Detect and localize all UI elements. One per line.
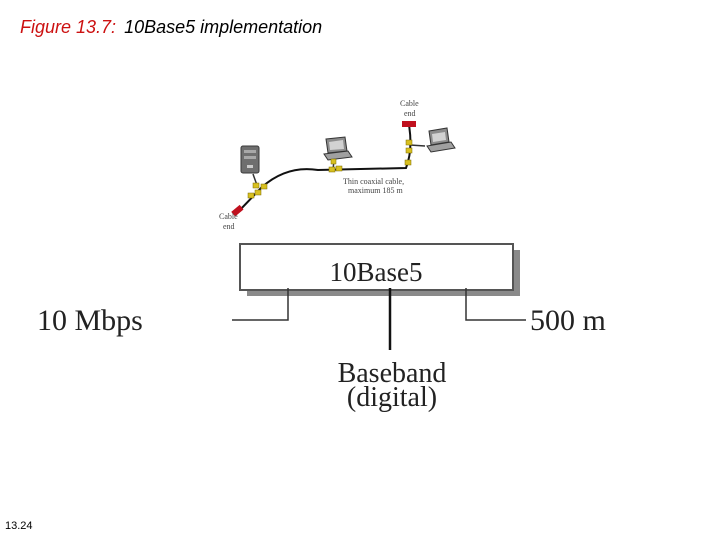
connector-icon: [254, 189, 262, 196]
figure-label: Figure 13.7:: [20, 17, 117, 37]
server-icon: [240, 145, 260, 174]
name-box: [239, 243, 514, 291]
laptop-icon: [426, 127, 456, 153]
cable-end-top-line2: end: [404, 109, 416, 118]
connector-icon: [260, 183, 268, 190]
rate-leader: [232, 288, 289, 321]
connector-icon: [252, 182, 260, 189]
tap-laptop-2: [409, 144, 426, 147]
connector-icon: [404, 159, 412, 166]
length-leader: [465, 288, 526, 321]
connector-icon: [328, 166, 336, 173]
terminator-icon: [231, 204, 244, 217]
connector-icon: [330, 158, 337, 165]
cable-end-bottom-line1: Cable: [219, 212, 238, 221]
t-connectors: [247, 139, 413, 199]
length-label: 500 m: [530, 304, 606, 337]
signal-label-line1: Baseband: [338, 358, 447, 389]
signal-label-line2: (digital): [347, 382, 437, 413]
connector-icon: [405, 139, 413, 146]
rate-label: 10 Mbps: [37, 304, 143, 337]
cable-end-bottom-line2: end: [223, 222, 235, 231]
coax-label-line2: maximum 185 m: [348, 186, 403, 195]
figure-title: Figure 13.7: 10Base5 implementation: [20, 17, 322, 38]
name-box-label: 10Base5: [330, 257, 423, 287]
network-illustration: Cable end Thin coaxial cable, maximum 18…: [219, 99, 456, 231]
page-number: 13.24: [5, 520, 33, 532]
cable-end-top-line1: Cable: [400, 99, 419, 108]
figure-caption: 10Base5 implementation: [124, 17, 323, 37]
connector-icon: [405, 147, 413, 154]
naming-diagram: 10Base5 10 Mbps 500 m Baseband (digital): [37, 243, 606, 413]
connector-icon: [247, 192, 255, 199]
laptop-icon: [323, 136, 353, 161]
coax-cable: [237, 124, 412, 213]
connector-icon: [335, 165, 343, 172]
terminator-icon: [402, 121, 416, 127]
coax-label-line1: Thin coaxial cable,: [343, 177, 404, 186]
